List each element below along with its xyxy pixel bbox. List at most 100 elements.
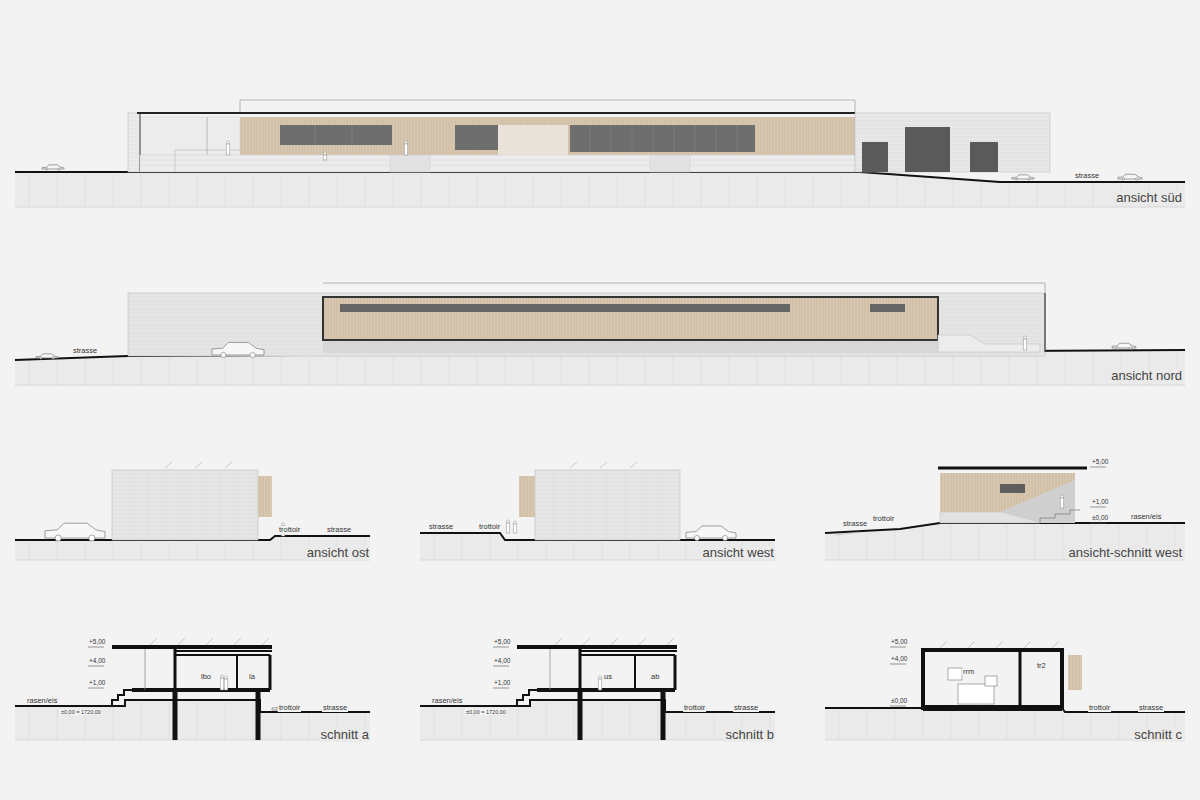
- wood-batten: [679, 297, 680, 340]
- wood-batten: [667, 297, 668, 340]
- wood-batten: [559, 297, 560, 340]
- pv-panel: [667, 638, 674, 645]
- machine: [948, 668, 962, 680]
- person: [225, 676, 228, 679]
- facade-panel-line: [112, 526, 258, 527]
- ceiling: [175, 650, 272, 652]
- ground-hatch: [449, 174, 450, 207]
- wood-batten: [901, 297, 902, 340]
- ground-hatch: [1091, 714, 1092, 740]
- wood-batten: [466, 297, 467, 340]
- wood-batten: [842, 117, 843, 155]
- ground-hatch: [533, 356, 534, 385]
- wood-batten: [760, 297, 761, 340]
- ground-hatch: [462, 535, 463, 560]
- ground-hatch: [57, 361, 58, 385]
- ground-hatch: [1063, 525, 1064, 560]
- wood-batten: [524, 476, 525, 517]
- wood-batten: [260, 476, 261, 517]
- wood-batten: [886, 297, 887, 340]
- site-label: trottoir: [478, 523, 501, 531]
- facade-panel-line: [112, 486, 258, 487]
- facade-panel-line: [128, 117, 140, 118]
- level-tick: [88, 666, 104, 667]
- wood-batten: [487, 297, 488, 340]
- facade-panel-line: [112, 474, 258, 475]
- ground-hatch: [113, 359, 114, 385]
- partition: [634, 655, 636, 690]
- entrance-steps: [112, 690, 132, 706]
- wood-batten: [800, 117, 801, 155]
- ground-hatch: [923, 528, 924, 560]
- foundation-wall: [578, 690, 583, 740]
- wood-batten: [443, 117, 444, 155]
- facade-panel-line: [535, 478, 680, 479]
- wood-batten: [709, 297, 710, 340]
- wood-batten: [715, 297, 716, 340]
- wood-batten: [646, 297, 647, 340]
- wood-batten: [969, 473, 970, 512]
- wood-batten: [610, 297, 611, 340]
- wood-batten: [942, 473, 943, 512]
- ground-hatch: [85, 174, 86, 207]
- facade-panel-line: [112, 514, 258, 515]
- wood-batten: [904, 297, 905, 340]
- facade-panel-line: [112, 498, 258, 499]
- wood-batten: [263, 117, 264, 155]
- entrance-steps: [517, 690, 537, 706]
- wood-batten: [841, 297, 842, 340]
- ground-hatch: [617, 174, 618, 207]
- ground-hatch: [645, 174, 646, 207]
- car: [686, 526, 736, 538]
- wood-batten: [791, 117, 792, 155]
- ground-hatch: [785, 354, 786, 385]
- wood-batten: [419, 117, 420, 155]
- wood-batten: [808, 297, 809, 340]
- wood-batten: [257, 117, 258, 155]
- wood-batten: [697, 297, 698, 340]
- wood-batten: [505, 297, 506, 340]
- ground-hatch: [979, 710, 980, 740]
- wood-batten: [514, 297, 515, 340]
- ground-hatch: [757, 174, 758, 207]
- person: [513, 524, 517, 533]
- wood-batten: [655, 297, 656, 340]
- wood-batten: [824, 117, 825, 155]
- wood-batten: [809, 117, 810, 155]
- ground-hatch: [673, 355, 674, 385]
- wood-batten: [448, 297, 449, 340]
- person: [324, 152, 327, 155]
- wood-batten: [607, 297, 608, 340]
- wood-batten: [972, 473, 973, 512]
- wood-batten: [334, 297, 335, 340]
- wood-batten: [517, 297, 518, 340]
- facade-wall: [128, 293, 1045, 356]
- wood-batten: [812, 117, 813, 155]
- wood-batten: [757, 297, 758, 340]
- site-label: strasse: [428, 523, 454, 531]
- wood-batten: [398, 117, 399, 155]
- facade-panel-line: [112, 490, 258, 491]
- ground-hatch: [421, 356, 422, 385]
- ground-hatch: [813, 354, 814, 385]
- ground-hatch: [617, 355, 618, 385]
- level-mark: +4,00: [88, 657, 106, 664]
- level-tick: [88, 647, 104, 648]
- car: [212, 342, 264, 355]
- wood-batten: [550, 297, 551, 340]
- wood-batten: [418, 297, 419, 340]
- wood-batten: [999, 473, 1000, 512]
- wood-batten: [397, 297, 398, 340]
- wood-batten: [916, 297, 917, 340]
- mullion: [716, 125, 717, 152]
- wood-batten: [769, 297, 770, 340]
- wood-batten: [569, 117, 570, 155]
- wood-batten: [394, 297, 395, 340]
- car: [1112, 343, 1136, 348]
- ground-hatch: [925, 179, 926, 207]
- ground-hatch: [169, 702, 170, 740]
- person: [226, 144, 230, 155]
- ground-hatch: [253, 702, 254, 740]
- ground-hatch: [1093, 184, 1094, 207]
- wood-batten: [613, 297, 614, 340]
